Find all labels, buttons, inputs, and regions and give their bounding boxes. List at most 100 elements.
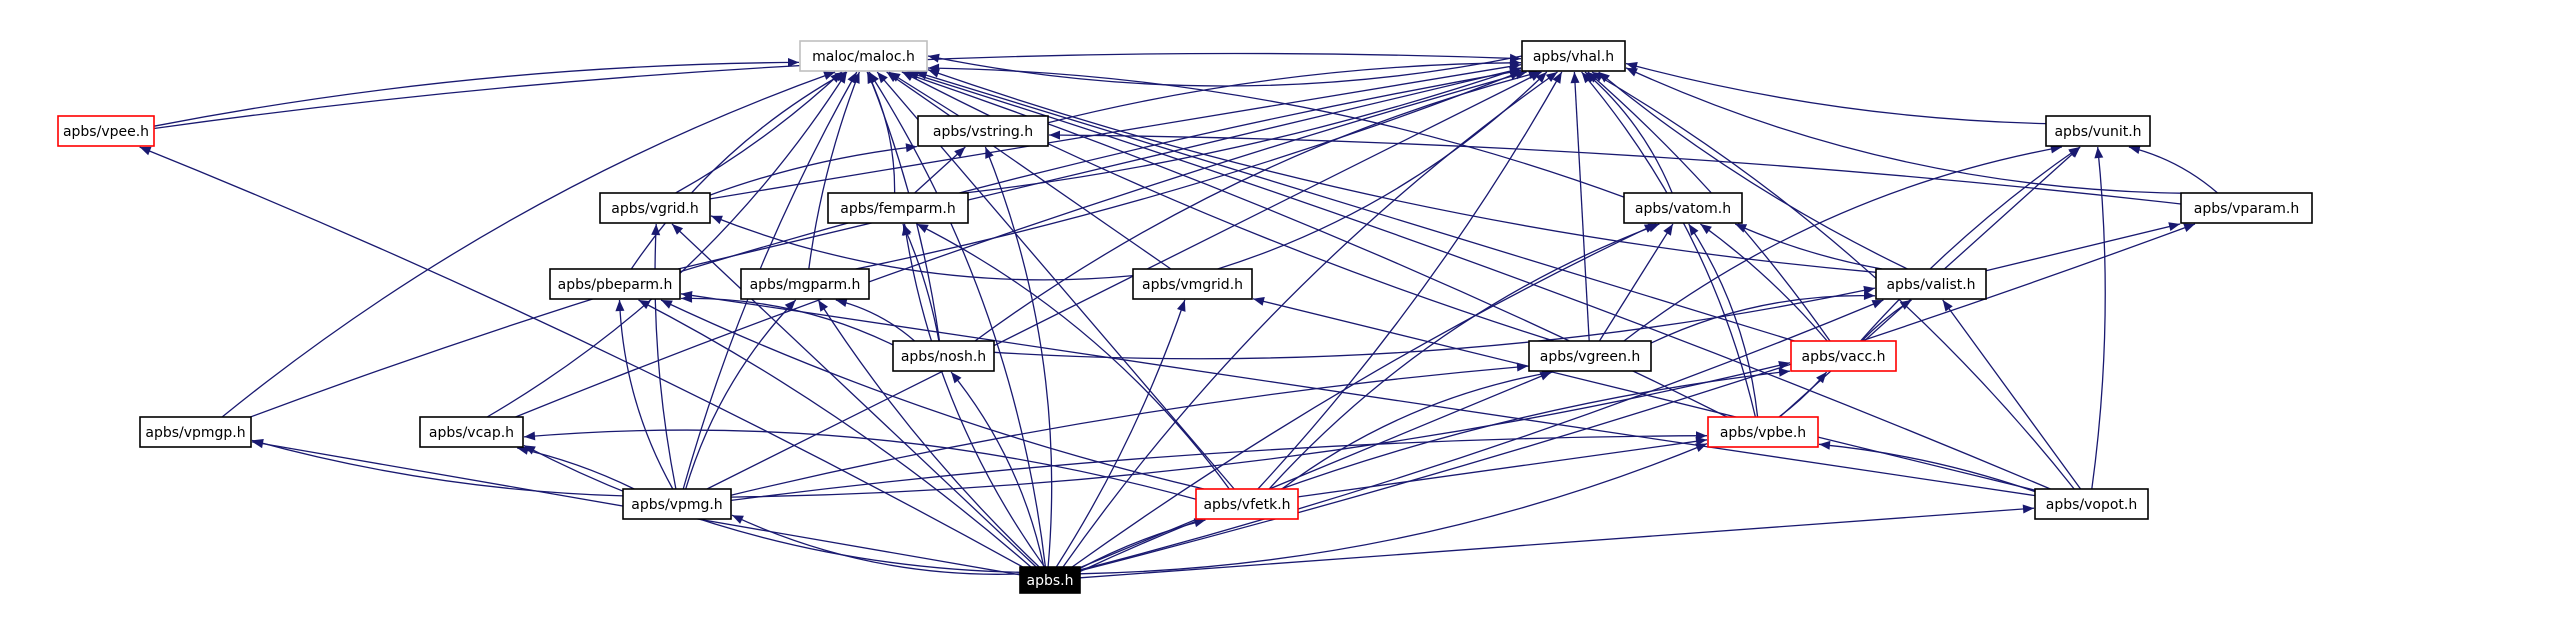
edge-vgreen-to-maloc xyxy=(901,71,1554,342)
edge-vgrid-to-vstring xyxy=(709,145,918,196)
node-box-vgrid xyxy=(599,192,711,224)
node-label-vpbe: apbs/vpbe.h xyxy=(1720,425,1806,441)
arrowhead-vopot-to-maloc xyxy=(907,71,920,80)
arrowhead-vhal-to-maloc xyxy=(928,53,940,63)
node-pbeparm[interactable]: apbs/pbeparm.h xyxy=(549,268,681,300)
edge-apbs-to-vpmg xyxy=(731,514,1021,575)
arrowhead-vcap-to-vhal xyxy=(1514,70,1527,80)
edge-vparam-to-vhal xyxy=(1625,67,2182,194)
arrowhead-apbs-to-maloc xyxy=(869,72,879,84)
arrowhead-vpmg-to-vacc xyxy=(1778,361,1790,370)
edge-apbs-to-vpbe xyxy=(1079,442,1708,575)
node-box-vpbe xyxy=(1707,416,1819,448)
edge-apbs-to-vmgrid xyxy=(1055,299,1186,568)
node-apbs[interactable]: apbs.h xyxy=(1019,566,1081,594)
node-vfetk[interactable]: apbs/vfetk.h xyxy=(1195,488,1299,520)
node-box-mgparm xyxy=(740,268,870,300)
node-femparm[interactable]: apbs/femparm.h xyxy=(827,192,969,224)
arrowhead-vparam-to-vhal xyxy=(1626,67,1638,77)
arrowhead-vopot-to-vmgrid xyxy=(1253,297,1265,306)
node-label-nosh: apbs/nosh.h xyxy=(901,349,986,365)
edge-vopot-to-vunit xyxy=(2091,146,2106,490)
node-vgreen[interactable]: apbs/vgreen.h xyxy=(1528,340,1652,372)
arrowhead-apbs-to-vopot xyxy=(2022,504,2034,514)
edge-vpmg-to-mgparm xyxy=(685,299,797,490)
edge-vopot-to-vhal xyxy=(1591,71,2075,490)
arrowhead-apbs-to-vmgrid xyxy=(1177,300,1186,312)
node-vpbe[interactable]: apbs/vpbe.h xyxy=(1707,416,1819,448)
arrowhead-valist-to-maloc xyxy=(928,69,940,78)
edge-apbs-to-vstring xyxy=(984,146,1053,568)
arrowhead-vmgrid-to-vhal xyxy=(1535,72,1547,83)
node-valist[interactable]: apbs/valist.h xyxy=(1875,268,1987,300)
node-maloc[interactable]: maloc/maloc.h xyxy=(799,40,928,72)
node-vmgrid[interactable]: apbs/vmgrid.h xyxy=(1132,268,1253,300)
arrowhead-vopot-to-vpbe xyxy=(1819,440,1831,450)
node-box-vpmgp xyxy=(139,416,252,448)
edge-vfetk-to-femparm xyxy=(916,223,1230,490)
arrowhead-vgreen-to-vatom xyxy=(1663,224,1673,236)
arrowhead-vmgrid-to-maloc xyxy=(886,72,899,82)
edge-vpmg-to-vpmgp xyxy=(251,439,624,497)
edge-nosh-to-vhal xyxy=(974,71,1541,342)
edge-vpmg-to-vhal xyxy=(706,71,1542,490)
node-vpmg[interactable]: apbs/vpmg.h xyxy=(622,488,732,520)
arrowhead-vpmg-to-pbeparm xyxy=(615,300,625,312)
node-vhal[interactable]: apbs/vhal.h xyxy=(1521,40,1626,72)
node-vgrid[interactable]: apbs/vgrid.h xyxy=(599,192,711,224)
node-label-vacc: apbs/vacc.h xyxy=(1802,349,1886,365)
node-label-vgrid: apbs/vgrid.h xyxy=(611,201,698,217)
node-box-valist xyxy=(1875,268,1987,300)
arrowhead-vfetk-to-vcap xyxy=(524,431,536,441)
arrowhead-vpmg-to-vgreen xyxy=(1516,362,1528,372)
node-vstring[interactable]: apbs/vstring.h xyxy=(917,115,1049,147)
node-box-vstring xyxy=(917,115,1049,147)
edge-vopot-to-vpbe xyxy=(1818,443,2036,493)
arrowhead-vfetk-to-vhal xyxy=(1552,72,1562,84)
edge-nosh-to-valist xyxy=(993,287,1876,360)
node-box-vatom xyxy=(1623,192,1743,224)
edge-vmgrid-to-maloc xyxy=(886,71,1172,270)
node-vacc[interactable]: apbs/vacc.h xyxy=(1790,340,1897,372)
node-vopot[interactable]: apbs/vopot.h xyxy=(2034,488,2149,520)
edge-vgreen-to-valist xyxy=(1650,294,1876,344)
edge-vunit-to-vhal xyxy=(1625,62,2047,125)
arrowhead-vcap-to-maloc xyxy=(837,72,847,84)
arrowhead-vpmg-to-vcap xyxy=(517,446,529,455)
arrowhead-apbs-to-valist xyxy=(1871,300,1884,309)
node-vatom[interactable]: apbs/vatom.h xyxy=(1623,192,1743,224)
arrowhead-apbs-to-vparam xyxy=(2183,223,2195,232)
edge-apbs-to-vatom xyxy=(1071,223,1657,568)
node-vpee[interactable]: apbs/vpee.h xyxy=(57,115,155,147)
edge-apbs-to-vparam xyxy=(1079,223,2196,572)
edge-vstring-to-vhal xyxy=(1047,62,1522,124)
edge-vcap-to-maloc xyxy=(486,71,848,418)
node-vparam[interactable]: apbs/vparam.h xyxy=(2180,192,2313,224)
arrowhead-vfetk-to-maloc xyxy=(877,72,888,84)
node-box-apbs xyxy=(1019,566,1081,594)
arrowhead-femparm-to-vstring xyxy=(954,147,966,158)
node-box-maloc xyxy=(799,40,928,72)
node-label-vopot: apbs/vopot.h xyxy=(2046,497,2137,513)
arrowhead-apbs-to-vhal xyxy=(1545,72,1558,82)
node-vpmgp[interactable]: apbs/vpmgp.h xyxy=(139,416,252,448)
arrowhead-vparam-to-vstring xyxy=(1049,130,1060,140)
header-file-nodes: maloc/maloc.h apbs/vhal.h apbs/vpee.h apbs/… xyxy=(57,40,2313,594)
edge-apbs-to-maloc xyxy=(868,71,1047,568)
edge-apbs-to-vgrid xyxy=(671,223,1037,568)
arrowhead-vpmgp-to-maloc xyxy=(823,71,836,80)
node-vunit[interactable]: apbs/vunit.h xyxy=(2045,115,2151,147)
arrowhead-vpmg-to-mgparm xyxy=(784,300,796,312)
node-box-vcap xyxy=(419,416,524,448)
edge-vpmg-to-vcap xyxy=(517,447,635,490)
arrowhead-vpmg-to-vgrid xyxy=(651,224,661,236)
node-label-vcap: apbs/vcap.h xyxy=(429,425,514,441)
edge-vpbe-to-vatom xyxy=(1688,223,1759,418)
edge-vgreen-to-vunit xyxy=(1623,146,2063,342)
node-mgparm[interactable]: apbs/mgparm.h xyxy=(740,268,870,300)
node-nosh[interactable]: apbs/nosh.h xyxy=(892,340,995,372)
edge-vpmg-to-vacc xyxy=(730,362,1791,498)
arrowhead-apbs-to-vatom xyxy=(1643,224,1656,233)
node-vcap[interactable]: apbs/vcap.h xyxy=(419,416,524,448)
